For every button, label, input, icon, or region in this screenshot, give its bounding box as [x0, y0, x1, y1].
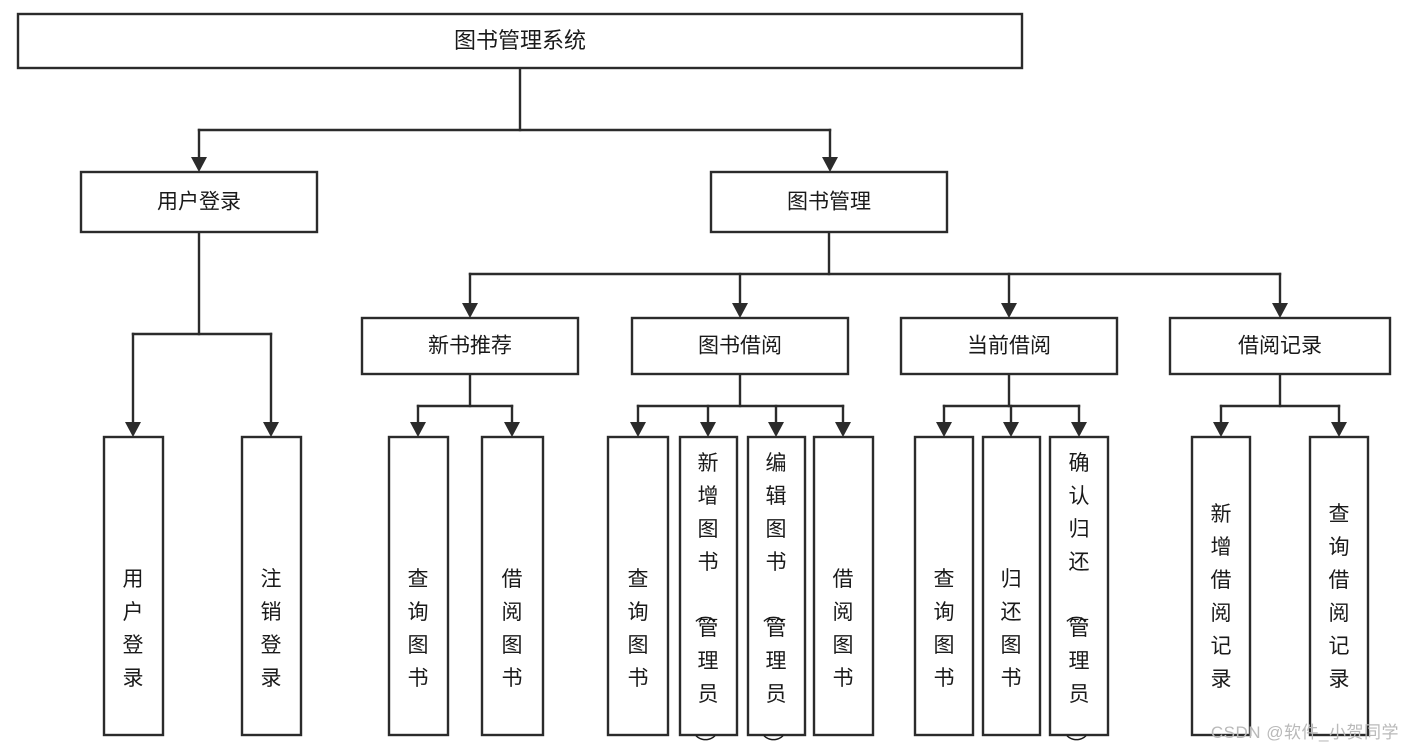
node-leaf-logout[interactable]: 注销登录 [240, 435, 303, 737]
node-root[interactable]: 图书管理系统 [16, 12, 1024, 70]
node-leaf-borrow-book-1-label: 借阅图书 [502, 568, 523, 690]
arrow-to-leaf-borrow-book-2 [835, 422, 851, 437]
node-leaf-return-book-label: 归还图书 [1001, 568, 1022, 690]
node-leaf-query-record-label: 查询借阅记录 [1329, 503, 1350, 691]
node-leaf-query-book-2[interactable]: 查询图书 [606, 435, 670, 737]
arrow-to-current-borrow [1001, 303, 1017, 318]
node-leaf-confirm-return[interactable]: 确认归还（管理员） [1048, 435, 1110, 747]
node-leaf-add-book-label: 新增图书（管理员） [693, 452, 719, 747]
connectors-currentborrow-to-leaves [936, 372, 1087, 437]
connectors-userlogin-to-leaves [125, 230, 279, 437]
node-book-management[interactable]: 图书管理 [709, 170, 949, 234]
connectors-bookborrow-to-leaves [630, 372, 851, 437]
node-leaf-confirm-return-label: 确认归还（管理员） [1064, 452, 1090, 747]
arrow-to-book-management [822, 157, 838, 172]
arrow-to-leaf-confirm-return [1071, 422, 1087, 437]
node-book-management-label: 图书管理 [787, 191, 871, 214]
arrow-to-leaf-edit-book [768, 422, 784, 437]
node-current-borrow-label: 当前借阅 [967, 335, 1051, 358]
arrow-to-leaf-query-book-1 [410, 422, 426, 437]
arrow-to-new-book-recommend [462, 303, 478, 318]
node-leaf-query-book-3[interactable]: 查询图书 [913, 435, 975, 737]
node-current-borrow[interactable]: 当前借阅 [899, 316, 1119, 376]
arrow-to-leaf-borrow-book-1 [504, 422, 520, 437]
node-leaf-edit-book[interactable]: 编辑图书（管理员） [746, 435, 807, 747]
arrow-to-leaf-add-book [700, 422, 716, 437]
node-book-borrow[interactable]: 图书借阅 [630, 316, 850, 376]
node-leaf-add-record[interactable]: 新增借阅记录 [1190, 435, 1252, 737]
arrow-to-leaf-user-login [125, 422, 141, 437]
node-leaf-return-book[interactable]: 归还图书 [981, 435, 1042, 737]
node-leaf-edit-book-label: 编辑图书（管理员） [761, 452, 787, 747]
node-new-book-recommend-label: 新书推荐 [428, 335, 512, 358]
arrow-to-leaf-return-book [1003, 422, 1019, 437]
node-leaf-borrow-book-2-label: 借阅图书 [833, 568, 854, 690]
node-user-login-label: 用户登录 [157, 191, 241, 214]
connectors-newbook-to-leaves [410, 372, 520, 437]
arrow-to-leaf-query-book-2 [630, 422, 646, 437]
node-leaf-add-book[interactable]: 新增图书（管理员） [678, 435, 739, 747]
node-leaf-logout-label: 注销登录 [261, 568, 282, 690]
node-leaf-query-record[interactable]: 查询借阅记录 [1308, 435, 1370, 737]
arrow-to-book-borrow [732, 303, 748, 318]
node-borrow-record[interactable]: 借阅记录 [1168, 316, 1392, 376]
node-new-book-recommend[interactable]: 新书推荐 [360, 316, 580, 376]
arrow-to-borrow-record [1272, 303, 1288, 318]
node-book-borrow-label: 图书借阅 [698, 335, 782, 358]
node-leaf-borrow-book-2[interactable]: 借阅图书 [812, 435, 875, 737]
node-borrow-record-label: 借阅记录 [1238, 335, 1322, 358]
connectors-borrowrecord-to-leaves [1213, 372, 1347, 437]
node-leaf-query-book-2-label: 查询图书 [628, 568, 649, 690]
node-leaf-add-record-label: 新增借阅记录 [1211, 503, 1232, 691]
node-leaf-borrow-book-1[interactable]: 借阅图书 [480, 435, 545, 737]
arrow-to-leaf-query-book-3 [936, 422, 952, 437]
connectors-root-to-level2 [191, 66, 838, 172]
node-leaf-user-login[interactable]: 用户登录 [102, 435, 165, 737]
node-root-label: 图书管理系统 [454, 28, 586, 53]
node-leaf-query-book-1-label: 查询图书 [408, 568, 429, 690]
node-leaf-query-book-3-label: 查询图书 [934, 568, 955, 690]
arrow-to-leaf-add-record [1213, 422, 1229, 437]
node-leaf-user-login-label: 用户登录 [123, 568, 144, 690]
arrow-to-leaf-logout [263, 422, 279, 437]
node-leaf-query-book-1[interactable]: 查询图书 [387, 435, 450, 737]
node-user-login[interactable]: 用户登录 [79, 170, 319, 234]
arrow-to-user-login [191, 157, 207, 172]
connectors-bookmgmt-to-level3 [462, 230, 1288, 318]
arrow-to-leaf-query-record [1331, 422, 1347, 437]
